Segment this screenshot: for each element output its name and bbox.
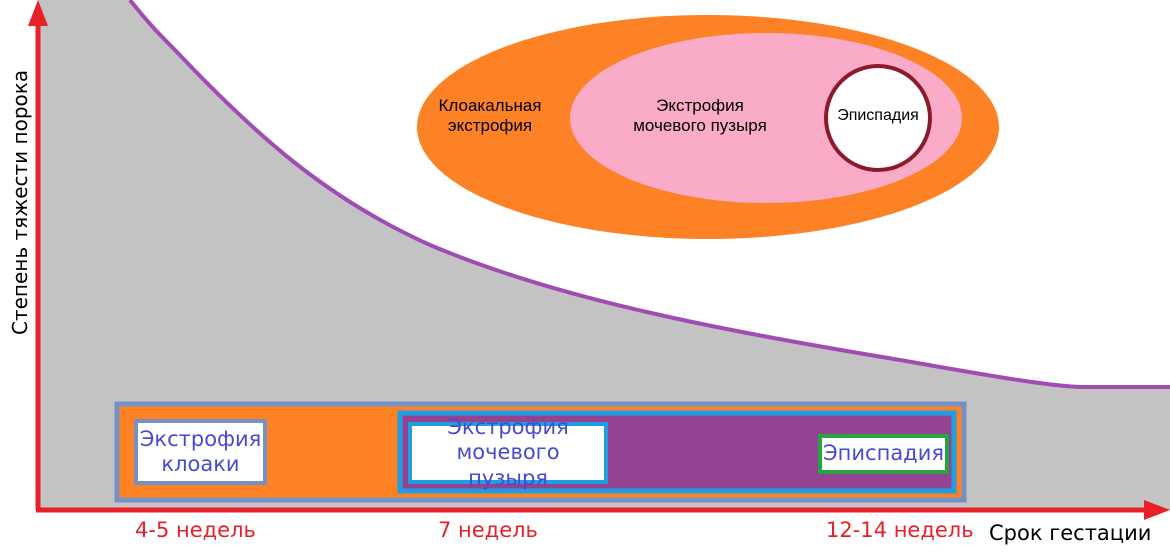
- severity-area: [38, 0, 1170, 510]
- severity-curve: [128, 0, 1170, 389]
- y-axis-arrowhead: [28, 0, 48, 26]
- label-bladder-exstrophy: Экстрофия мочевого пузыря: [633, 96, 767, 136]
- x-tick-7-weeks: 7 недель: [438, 518, 538, 542]
- x-tick-12-14-weeks: 12-14 недель: [826, 518, 974, 542]
- y-axis-label: Степень тяжести порока: [8, 69, 32, 335]
- box-epispadias: Эписпадия: [818, 434, 949, 474]
- ellipse-epispadias: [824, 64, 932, 172]
- label-epispadias-circle: Эписпадия: [837, 107, 919, 124]
- x-axis-label: Срок гестации: [989, 521, 1152, 545]
- box-cloaca-exstrophy: Экстрофия клоаки: [134, 419, 267, 485]
- label-cloacal-exstrophy: Клоакальная экстрофия: [438, 96, 542, 136]
- x-tick-4-5-weeks: 4-5 недель: [135, 518, 256, 542]
- box-bladder-exstrophy: Экстрофия мочевого пузыря: [408, 415, 608, 490]
- x-axis-arrowhead: [1144, 500, 1170, 520]
